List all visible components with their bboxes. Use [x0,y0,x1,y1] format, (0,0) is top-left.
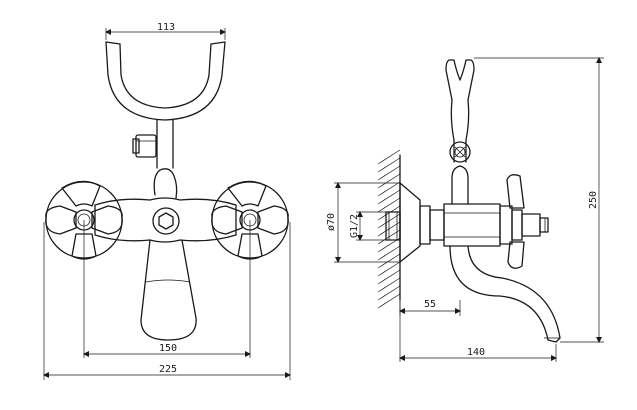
dim-label-o70: ø70 [326,213,337,231]
dim-overall-width: 225 [43,222,291,380]
dim-height: 250 [474,57,604,343]
shower-hook-side [445,59,475,101]
diverter-nut-side [449,141,471,163]
wall-hatch-line [377,165,401,181]
dim-flange-diameter: ø70 [326,182,400,263]
dim-label-55: 55 [424,299,436,310]
front-view: 113 150 225 [43,22,291,380]
dim-shower-holder-width: 113 [105,22,226,40]
wall-hatch-line [377,189,401,205]
eccentric-body [429,209,445,241]
dim-spout-reach: 140 [399,300,557,362]
diverter-knob [153,168,178,199]
spout-front [140,239,197,341]
spout-side [449,245,561,343]
wall-hatch-line [377,277,401,293]
wall-hatch-line [377,173,401,189]
dim-label-225: 225 [159,364,177,375]
side-cross-handle [506,174,549,269]
holder-stem-side [450,99,470,163]
dim-label-150: 150 [159,343,177,354]
dim-label-140: 140 [467,347,485,358]
side-body [443,203,501,247]
wall-hatch-line [377,253,401,269]
side-view: ø70 G1/2 55 140 250 [326,57,604,362]
connection-nut [419,205,431,245]
wall-hatch-line [377,157,401,173]
dim-thread: G1/2 [349,211,386,241]
wall-flange [399,182,421,263]
dim-label-250: 250 [588,191,599,209]
dim-label-g12: G1/2 [349,214,360,238]
wall-hatch-line [377,181,401,197]
wall-hatch-line [377,245,401,261]
wall-hatch-line [377,197,401,213]
dim-handle-spacing: 150 [83,220,251,358]
center-nut [152,207,180,235]
shower-holder [105,41,226,169]
threaded-pipe [385,211,401,241]
wall-hatch-line [377,149,401,165]
wall-hatch-line [377,261,401,277]
wall-hatch-line [377,293,401,309]
wall-hatch-line [377,285,401,301]
diverter-column [451,165,469,205]
wall-hatch-line [377,269,401,285]
dim-wall-to-body: 55 [399,262,461,316]
dim-label-113: 113 [157,22,175,33]
